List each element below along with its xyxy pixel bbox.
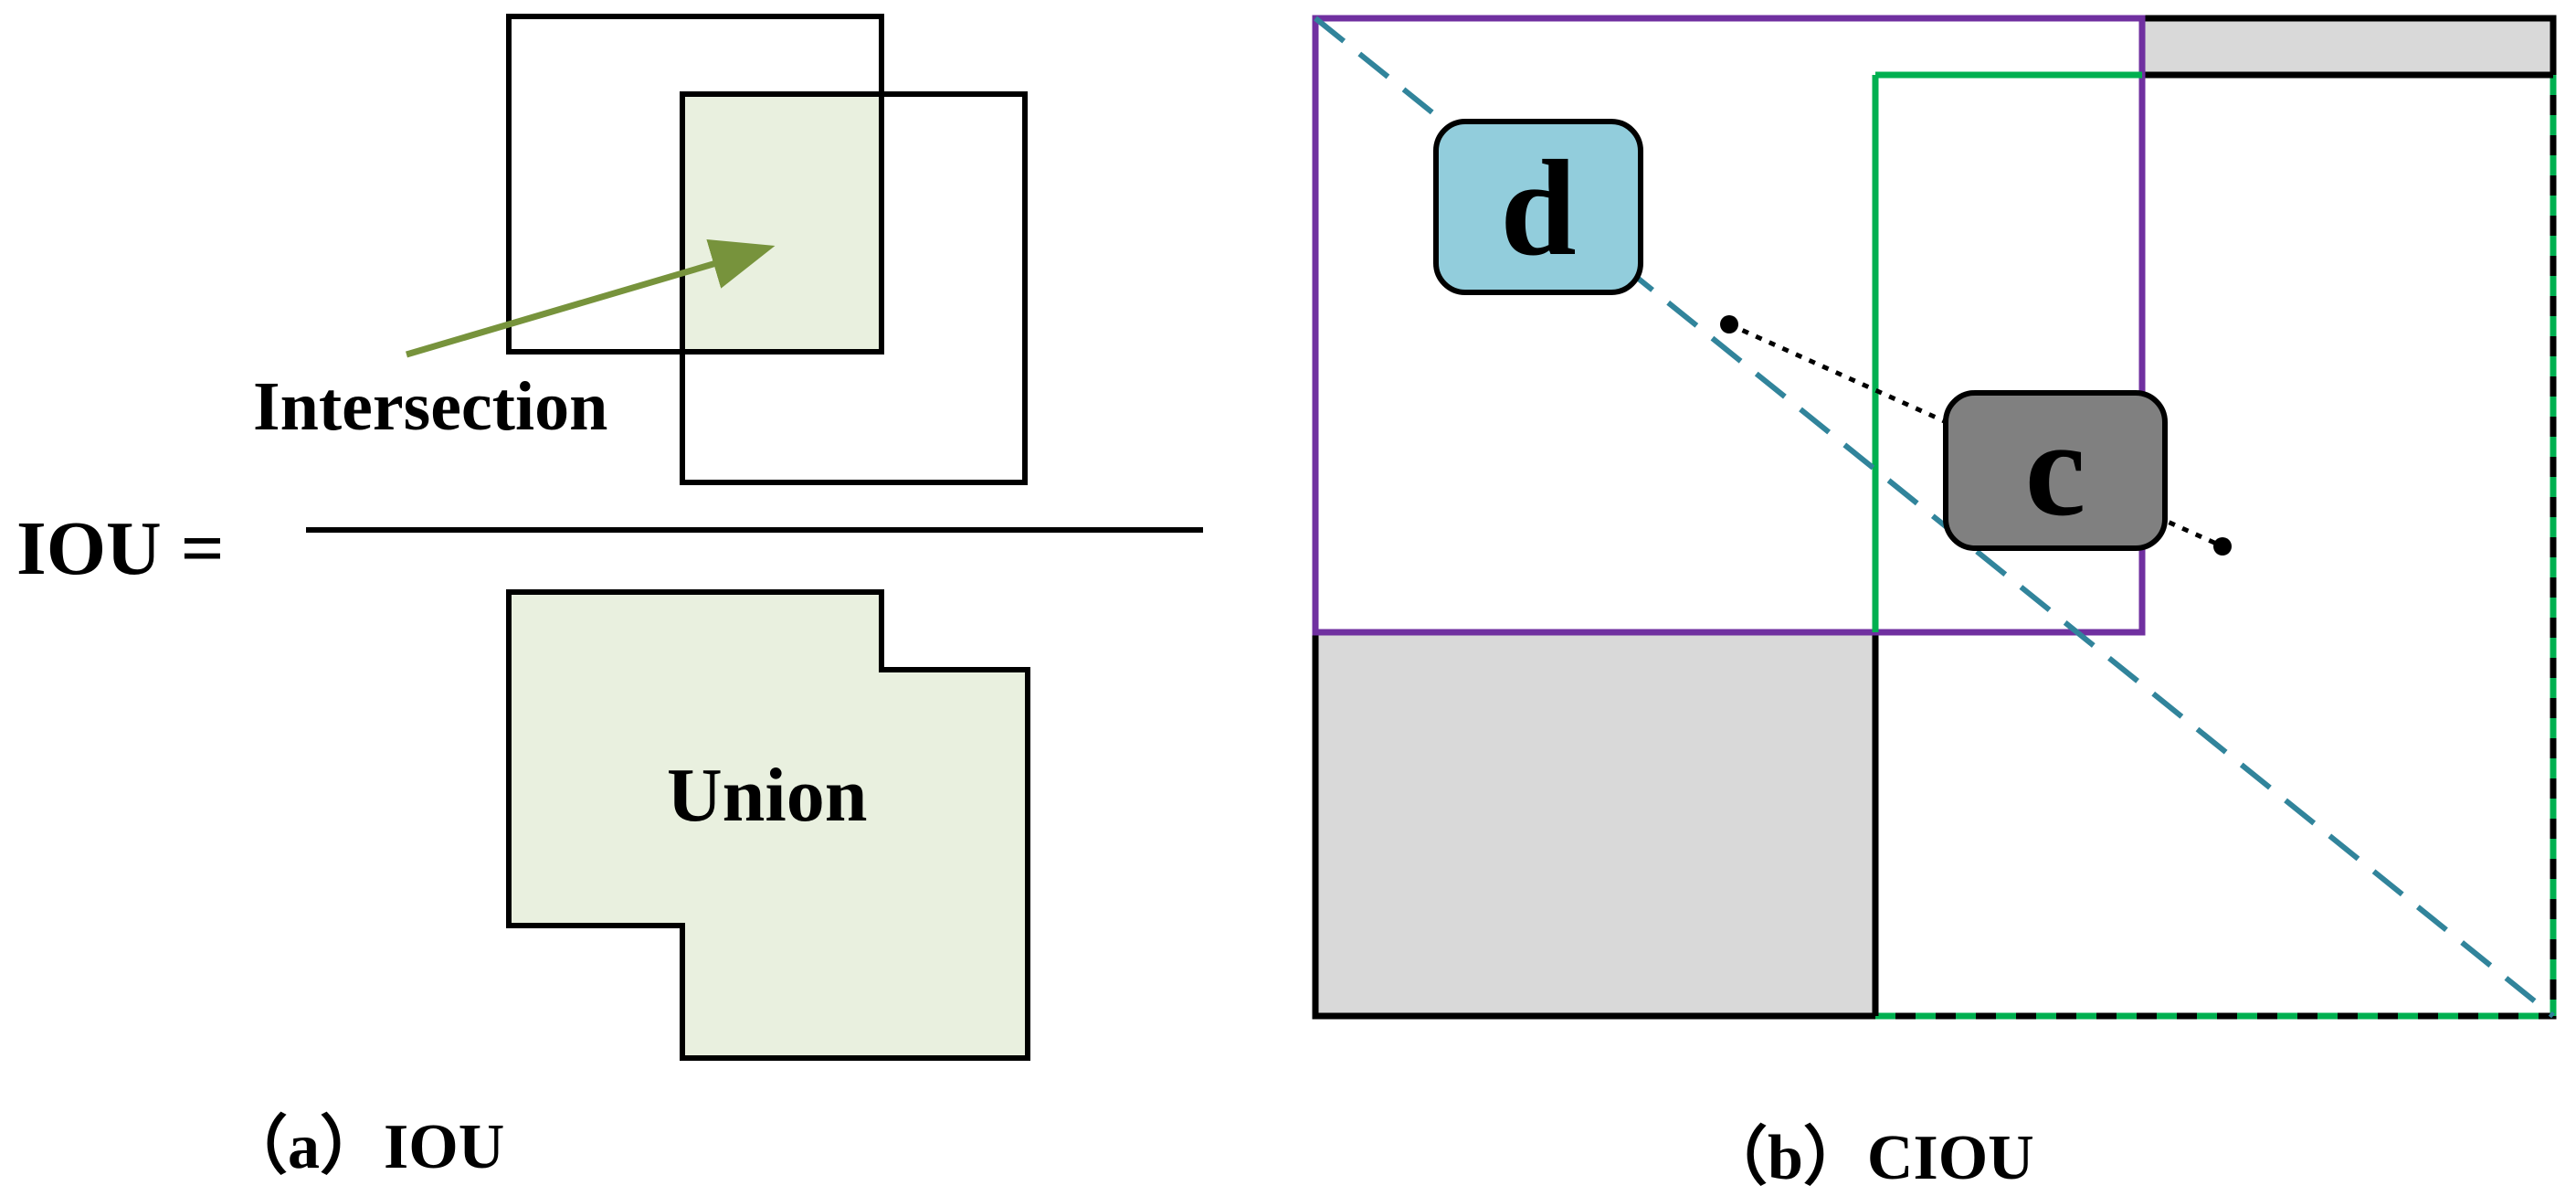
gray-region-top-right [2142, 18, 2553, 75]
intersection-region [682, 94, 882, 352]
gray-region-bottom-left [1315, 632, 1875, 1016]
panel-a-iou: Intersection IOU = Union （a）IOU [16, 14, 1203, 1182]
c-label: c [2025, 393, 2086, 545]
panel-a-caption: （a）IOU [224, 1111, 504, 1182]
iou-formula-label: IOU = [16, 506, 225, 591]
center-point-two [2213, 537, 2232, 556]
purple-box [1312, 15, 2146, 636]
box-two [680, 91, 1028, 485]
center-point-one [1720, 315, 1738, 333]
c-badge [1943, 390, 2168, 551]
d-badge [1433, 119, 1643, 295]
intersection-arrow [406, 238, 776, 358]
diagonal-line [1314, 16, 2555, 1019]
panel-b-ciou: d c （b）CIOU [1312, 15, 2557, 1193]
box-one [506, 14, 884, 355]
union-label: Union [667, 753, 867, 838]
panel-b-caption: （b）CIOU [1704, 1122, 2034, 1193]
d-label: d [1500, 132, 1576, 284]
union-region [506, 589, 1030, 1061]
intersection-label: Intersection [253, 368, 607, 445]
center-distance-line [1727, 322, 2224, 549]
